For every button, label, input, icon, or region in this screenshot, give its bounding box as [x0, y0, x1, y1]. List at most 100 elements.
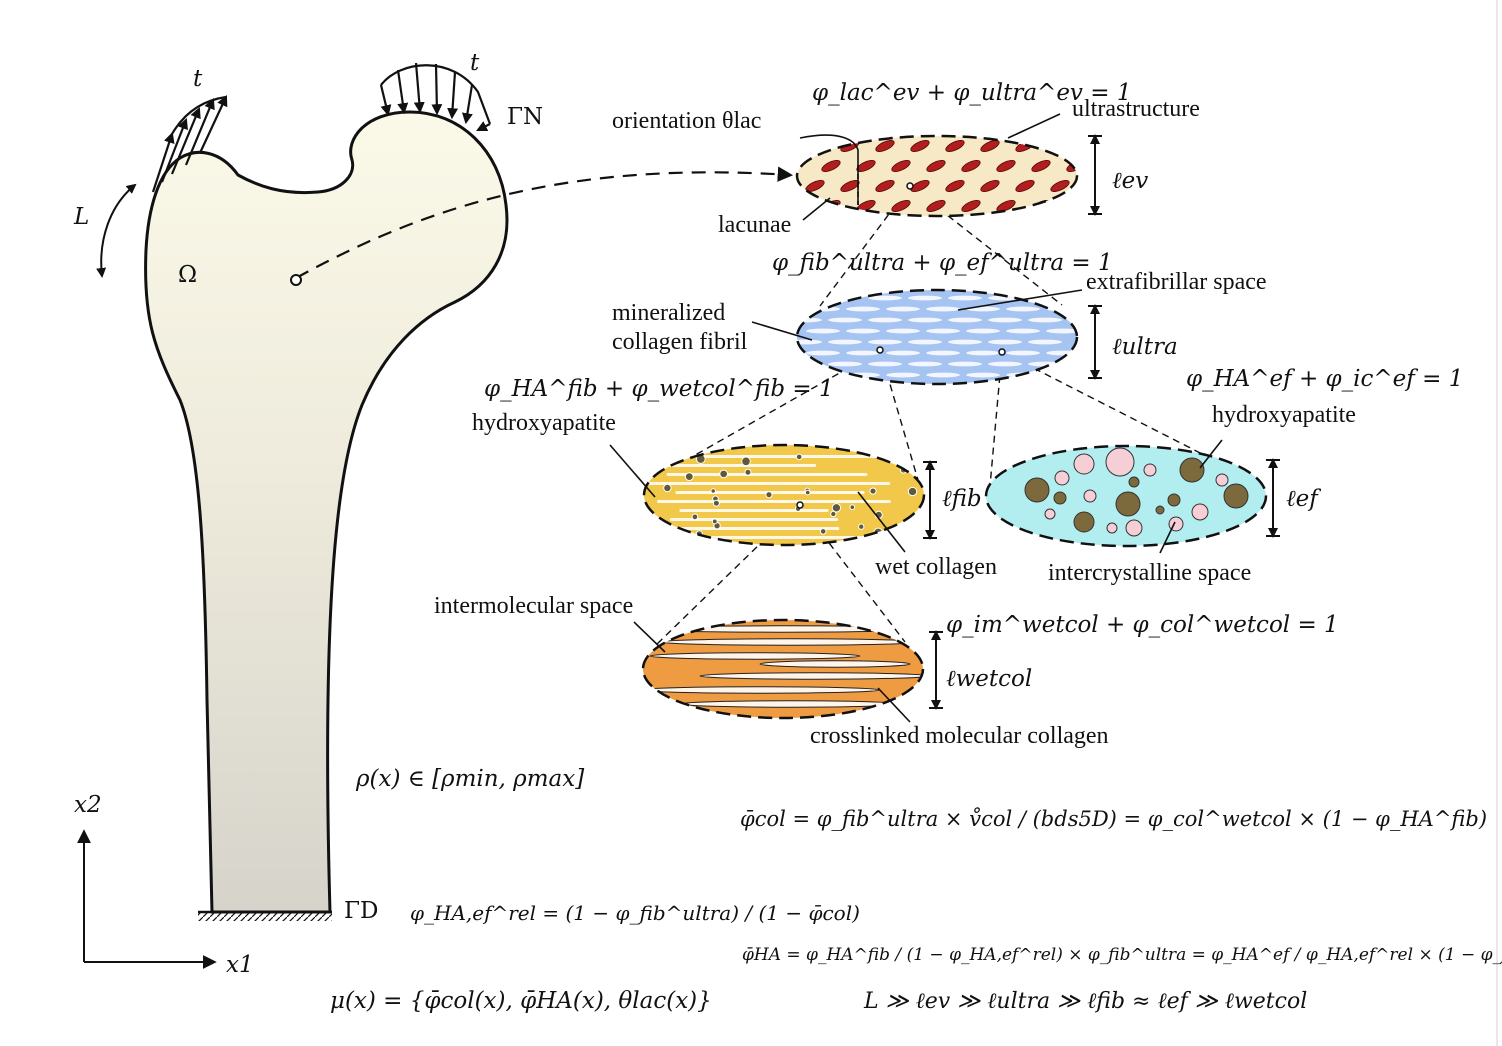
intercrystalline-pore	[1044, 508, 1056, 520]
femur: t t ΓN Ω L ΓD	[73, 50, 794, 924]
lacuna	[910, 180, 930, 192]
fibril-streak	[926, 328, 960, 334]
fibril-streak	[797, 317, 822, 323]
intercrystalline-pore	[1054, 470, 1070, 486]
equation-scales: L ≫ ℓev ≫ ℓultra ≫ ℓfib ≈ ℓef ≫ ℓwetcol	[863, 989, 1307, 1014]
molecular-strand	[679, 700, 901, 708]
ha-crystal	[858, 523, 865, 530]
fibril-streak	[926, 372, 960, 378]
length-arrow	[96, 183, 137, 278]
fibril-streak	[948, 361, 982, 367]
fibril-streak	[1046, 350, 1077, 356]
label-lacunae: lacunae	[718, 212, 791, 238]
collagen-band	[673, 536, 873, 539]
fibril-streak	[948, 317, 982, 323]
fibril-streak	[1028, 339, 1062, 345]
collagen-band	[669, 518, 839, 521]
scale-ultra: ℓultra	[1112, 334, 1178, 360]
fixed-support	[198, 912, 332, 921]
fibril-streak	[797, 295, 822, 301]
ultra-ellipse	[797, 290, 1077, 384]
ha-crystal	[744, 468, 752, 476]
equation-phi-col: φ̄col = φ_fib^ultra × v̊col / (bds5D) = …	[740, 807, 1487, 831]
molecular-strand	[649, 652, 861, 660]
fibril-streak	[948, 295, 982, 301]
lacuna	[821, 160, 841, 172]
intercrystalline-pore	[1143, 463, 1157, 477]
lacuna	[926, 200, 946, 212]
ha-crystal	[869, 487, 877, 495]
coordinate-axes	[77, 829, 217, 969]
intercrystalline-pore	[1191, 503, 1209, 521]
level-fib: hydroxyapatite wet collagen ℓfib φ_HA^fi…	[472, 376, 997, 580]
molecular-strand	[643, 625, 921, 633]
fibril-streak	[828, 339, 862, 345]
ha-crystal	[691, 513, 699, 521]
ha-crystal	[1053, 491, 1067, 505]
level-ultra: extrafibrillar space mineralized collage…	[612, 250, 1267, 386]
fibril-streak	[988, 339, 1022, 345]
pressure-arrows-top	[379, 62, 492, 131]
level-ef: hydroxyapatite intercrystalline space ℓe…	[984, 366, 1463, 586]
scale-ev: ℓev	[1112, 168, 1148, 194]
label-intermolecular: intermolecular space	[434, 593, 633, 619]
equation-ev: φ_lac^ev + φ_ultra^ev = 1	[812, 80, 1131, 106]
ha-crystal	[804, 489, 811, 496]
lacuna	[1031, 160, 1051, 172]
fibril-streak	[1006, 328, 1040, 334]
material-point	[290, 274, 302, 286]
fibril-streak	[868, 361, 902, 367]
scale-ef: ℓef	[1286, 486, 1321, 512]
lacuna	[961, 200, 981, 212]
label-fibril-line1: mineralized	[612, 300, 725, 326]
ha-crystal	[849, 504, 856, 511]
ha-crystal	[662, 458, 668, 465]
fibril-streak	[846, 306, 880, 312]
fibril-streak	[868, 295, 902, 301]
domain-label: Ω	[178, 262, 197, 288]
molecular-strands	[643, 625, 923, 708]
fibril-streak	[966, 372, 1000, 378]
fibril-streak	[846, 350, 880, 356]
fibril-streak	[988, 317, 1022, 323]
equation-mu: μ(x) = {φ̄col(x), φ̄HA(x), θlac(x)}	[330, 988, 712, 1014]
equation-ef: φ_HA^ef + φ_ic^ef = 1	[1186, 366, 1463, 392]
ha-crystal	[712, 499, 720, 507]
fibril-streak	[886, 350, 920, 356]
intercrystalline-pore	[1215, 473, 1229, 487]
lacuna	[910, 140, 930, 152]
collagen-band	[646, 464, 817, 467]
load-label-top: t	[470, 50, 480, 76]
label-extrafibrillar: extrafibrillar space	[1086, 269, 1267, 295]
lacuna	[945, 140, 965, 152]
level-ev: orientation θlac ultrastructure lacunae …	[612, 80, 1200, 238]
ha-crystal	[819, 528, 827, 535]
scale-wetcol: ℓwetcol	[946, 666, 1032, 692]
fibril-streak	[886, 328, 920, 334]
ha-crystal	[684, 472, 694, 482]
fibril-streak	[846, 328, 880, 334]
lacuna	[875, 180, 895, 192]
fibril-streak	[988, 361, 1022, 367]
ha-crystal	[741, 456, 751, 467]
equation-phi-rel: φ_HA,ef^rel = (1 − φ_fib^ultra) / (1 − φ…	[410, 901, 860, 925]
fibril-streak	[828, 361, 862, 367]
equation-ultra: φ_fib^ultra + φ_ef^ultra = 1	[772, 250, 1113, 276]
collagen-band	[680, 527, 840, 530]
molecular-strand	[659, 638, 921, 646]
lacuna	[805, 140, 825, 152]
equation-fib: φ_HA^fib + φ_wetcol^fib = 1	[484, 376, 834, 402]
crystal-content	[1024, 447, 1249, 537]
intercrystalline-pore	[1083, 489, 1097, 503]
fibril-streak	[1006, 306, 1040, 312]
fibril-streak	[806, 306, 840, 312]
molecular-strand	[643, 686, 881, 694]
label-fib-hydroxyapatite: hydroxyapatite	[472, 410, 616, 436]
fibril-streak	[868, 317, 902, 323]
fibril-streak	[806, 350, 840, 356]
density-range: ρ(x) ∈ [ρmin, ρmax]	[355, 766, 584, 792]
axis-x2-label: x2	[74, 792, 102, 818]
lacuna	[1050, 180, 1070, 192]
lacuna	[961, 160, 981, 172]
dirichlet-boundary-label: ΓD	[344, 898, 378, 924]
